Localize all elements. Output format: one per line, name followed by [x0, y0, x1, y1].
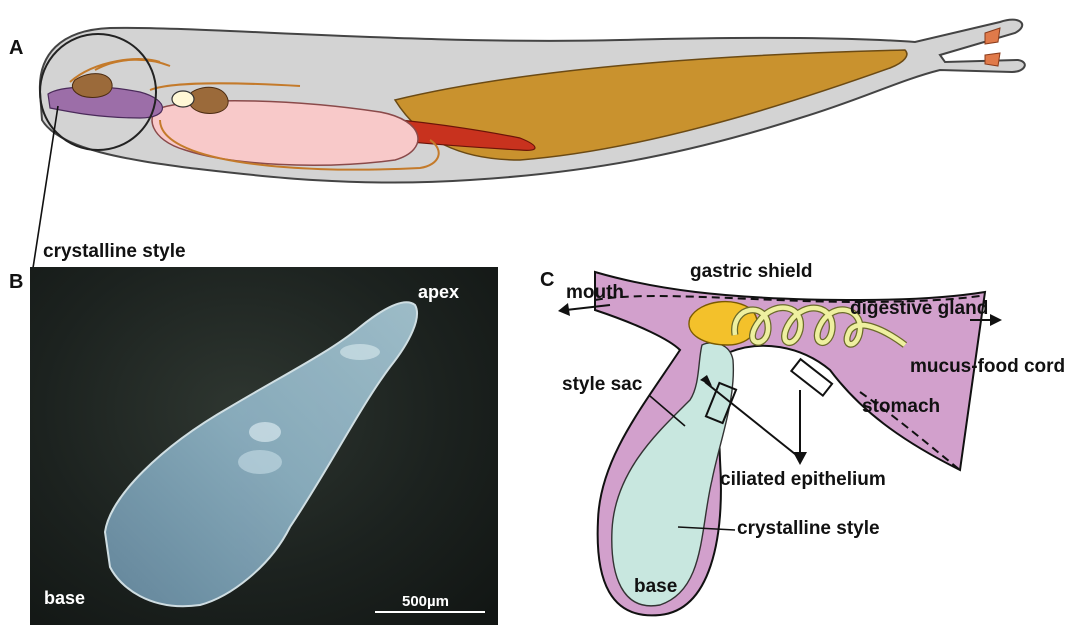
base-label-c: base: [634, 577, 677, 596]
gastric-shield-label: gastric shield: [690, 262, 813, 281]
panel-c-letter: C: [540, 270, 554, 290]
mouth-label: mouth: [566, 283, 624, 302]
digestive-gland-label: digestive gland: [850, 299, 988, 318]
ciliated-epithelium-label: ciliated epithelium: [720, 470, 886, 489]
style-sac-label: style sac: [562, 375, 642, 394]
crystalline-style-label: crystalline style: [737, 519, 880, 538]
stomach-label: stomach: [862, 397, 940, 416]
mucus-food-cord-label: mucus-food cord: [910, 357, 1065, 376]
